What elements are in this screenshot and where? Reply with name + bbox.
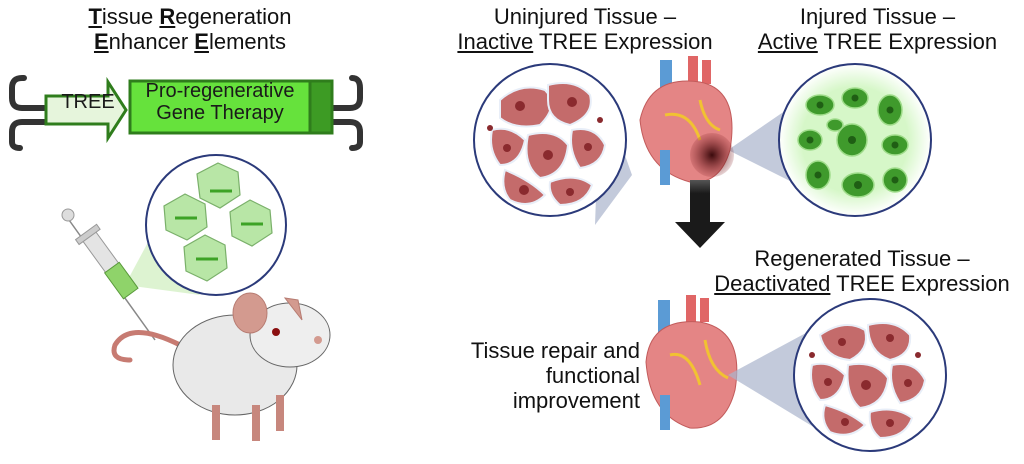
label-emphasis: Active — [757, 29, 818, 54]
itr-right-icon — [329, 75, 363, 151]
title-initial-e: E — [93, 29, 109, 54]
healthy-nuclei — [487, 97, 603, 196]
label-line: Tissue repair and — [470, 338, 640, 363]
tree-promoter-arrow — [44, 76, 128, 144]
injured-tissue-label: Injured Tissue – Active TREE Expression — [735, 4, 1020, 54]
outcome-label: Tissue repair and functional improvement — [440, 338, 640, 413]
title-word-rest: issue — [101, 4, 160, 29]
itr-left-icon — [9, 75, 47, 151]
regenerated-tissue-label: Regenerated Tissue – Deactivated TREE Ex… — [700, 246, 1024, 296]
title: Tissue Regeneration Enhancer Elements — [40, 4, 340, 54]
active-nuclei — [806, 94, 899, 189]
injured-heart-icon — [639, 56, 734, 185]
label-line: Regenerated Tissue – — [754, 246, 970, 271]
gene-therapy-label: Pro-regenerative Gene Therapy — [132, 80, 308, 124]
tree-promoter-label: TREE — [61, 91, 115, 113]
mouse-icon — [111, 292, 331, 441]
label-line: Uninjured Tissue – — [493, 4, 677, 29]
label-line: Active TREE Expression — [735, 29, 1020, 54]
aav-zoom-circle — [145, 154, 287, 296]
label-text: TREE Expression — [533, 29, 713, 54]
title-line-2: Enhancer Elements — [40, 29, 340, 54]
label-emphasis: Deactivated — [714, 271, 831, 296]
regenerated-nuclei — [809, 334, 921, 427]
title-line-1: Tissue Regeneration — [40, 4, 340, 29]
down-arrow-icon — [675, 180, 725, 248]
label-text: TREE Expression — [830, 271, 1010, 296]
title-initial-t: T — [88, 4, 102, 29]
gene-label-line: Gene Therapy — [156, 102, 284, 124]
label-text: TREE Expression — [817, 29, 998, 54]
label-line: Deactivated TREE Expression — [700, 271, 1024, 296]
title-initial-e: E — [194, 29, 209, 54]
uninjured-tissue-label: Uninjured Tissue – Inactive TREE Express… — [440, 4, 730, 54]
gene-cassette-box — [128, 79, 312, 135]
poly-a-block — [308, 79, 334, 135]
title-word-rest: nhancer — [108, 29, 195, 54]
gene-label-line: Pro-regenerative — [145, 80, 295, 102]
label-line: Injured Tissue – — [799, 4, 956, 29]
heart-icon — [645, 295, 738, 430]
aav-genome-icon — [175, 189, 263, 261]
title-initial-r: R — [159, 4, 176, 29]
label-line: functional improvement — [512, 363, 640, 413]
title-word-rest: lements — [208, 29, 287, 54]
label-line: Inactive TREE Expression — [440, 29, 730, 54]
syringe-icon — [61, 208, 156, 341]
title-word-rest: egeneration — [175, 4, 292, 29]
label-emphasis: Inactive — [457, 29, 534, 54]
